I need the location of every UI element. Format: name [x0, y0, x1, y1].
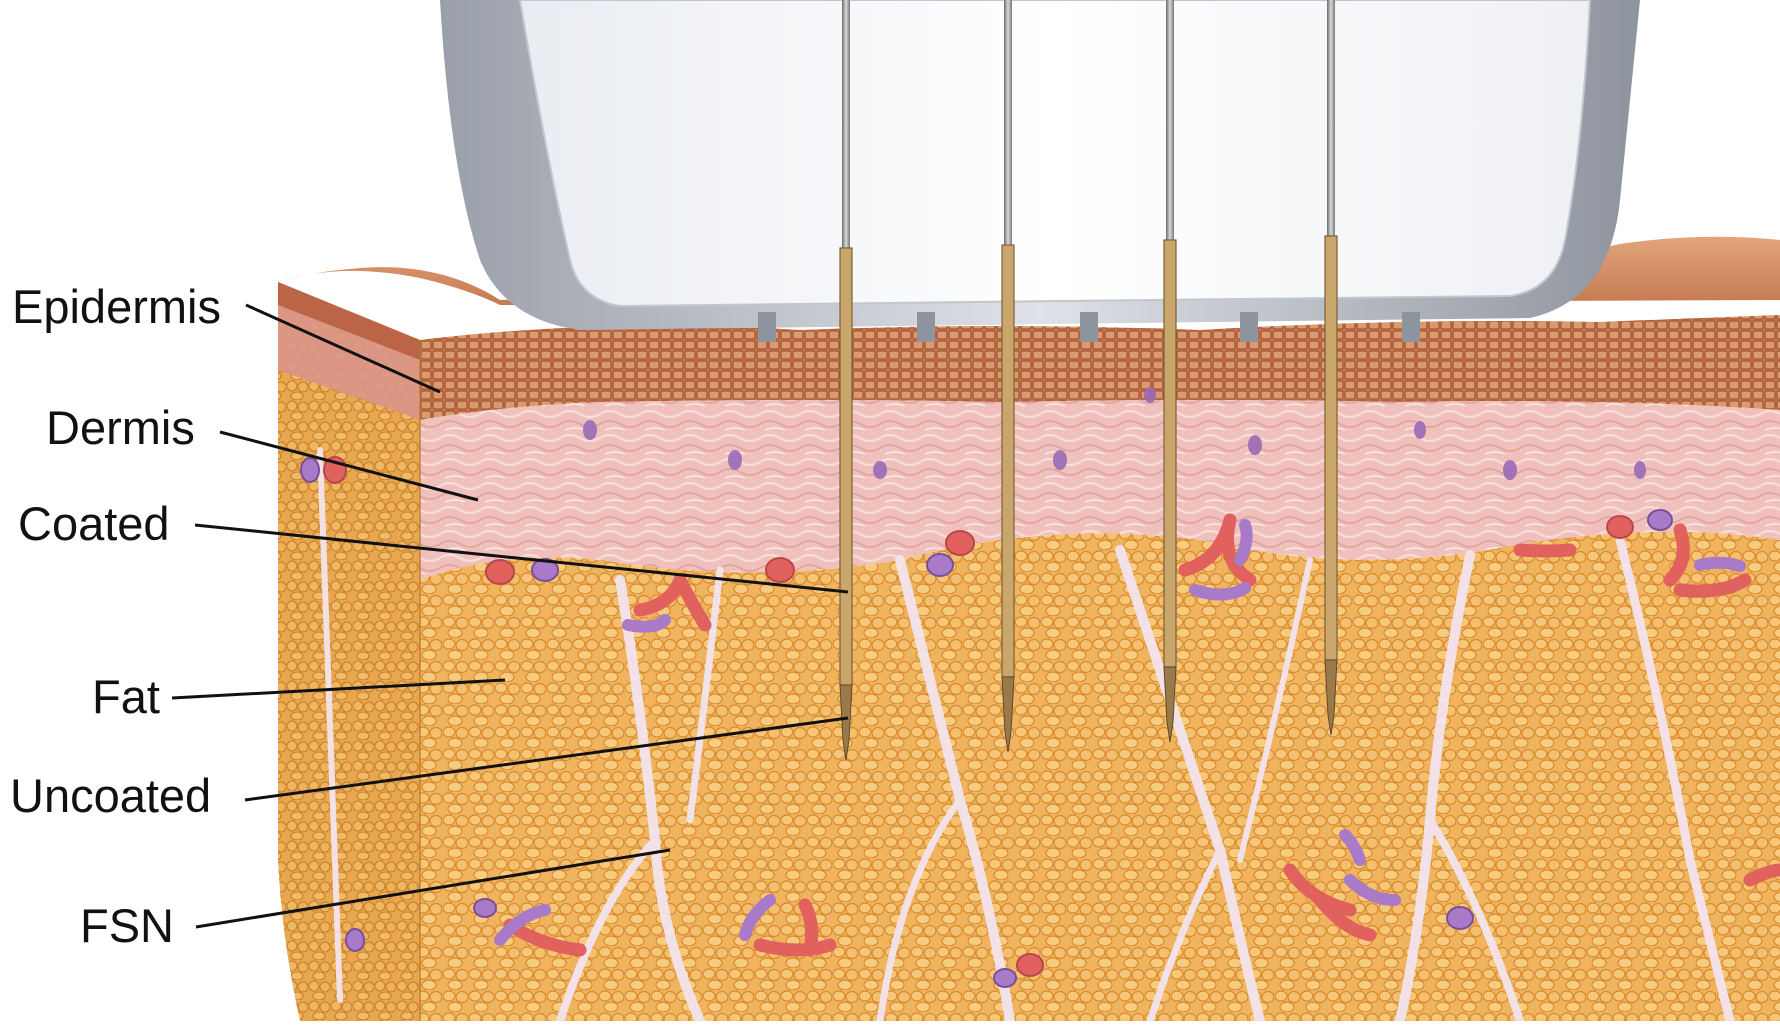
- needle-shaft: [842, 0, 850, 248]
- needle-shaft: [1166, 0, 1174, 240]
- label-dermis: Dermis: [46, 404, 195, 451]
- label-fat: Fat: [92, 673, 160, 720]
- needle-coated-segment: [840, 248, 852, 685]
- device-face: [520, 0, 1590, 306]
- needle-coated-segment: [1325, 236, 1337, 660]
- needle-coated-segment: [1002, 245, 1014, 677]
- device-handpiece: [440, 0, 1640, 342]
- label-coated: Coated: [18, 500, 170, 547]
- label-uncoated: Uncoated: [10, 772, 211, 819]
- label-fsn: FSN: [80, 902, 174, 949]
- label-epidermis: Epidermis: [12, 283, 221, 330]
- needle-shaft: [1004, 0, 1012, 245]
- needle-coated-segment: [1164, 240, 1176, 667]
- needle-shaft: [1327, 0, 1335, 236]
